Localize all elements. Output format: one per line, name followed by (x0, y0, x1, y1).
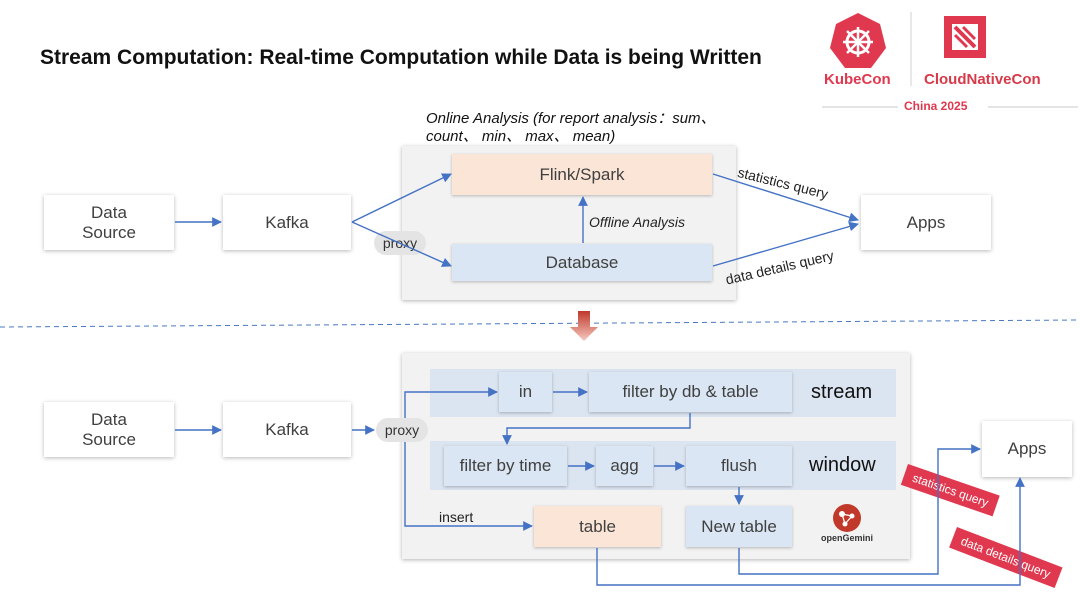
insert-label: insert (439, 509, 474, 525)
kubecon-logo-graphic (822, 12, 1078, 108)
page-title: Stream Computation: Real-time Computatio… (40, 46, 762, 69)
in-box: in (499, 372, 552, 412)
online-analysis-line-1: Online Analysis (for report analysis：sum… (426, 110, 716, 127)
data-source-line-1: Data (91, 409, 127, 429)
flink-spark-box: Flink/Spark (452, 154, 712, 195)
bottom-data-details-query-tag: data details query (949, 527, 1063, 588)
top-data-source-box: Data Source (44, 195, 174, 250)
filter-time-box: filter by time (444, 446, 567, 486)
agg-box: agg (596, 446, 653, 486)
bottom-data-source-box: Data Source (44, 402, 174, 457)
online-analysis-line-2: count、 min、 max、 mean) (426, 128, 616, 145)
new-table-box: New table (686, 506, 792, 547)
online-analysis-label: Online Analysis (for report analysis：sum… (426, 110, 716, 146)
kubecon-text: KubeCon (824, 71, 891, 88)
kubecon-logo: KubeCon CloudNativeCon China 2025 (822, 8, 1080, 120)
bottom-apps-box: Apps (982, 421, 1072, 477)
top-apps-box: Apps (861, 195, 991, 250)
bottom-kafka-box: Kafka (223, 402, 351, 457)
down-arrow-icon (570, 311, 598, 341)
event-text: China 2025 (904, 99, 968, 113)
cloudnativecon-text: CloudNativeCon (924, 71, 1041, 88)
opengemini-text: openGemini (821, 533, 874, 543)
database-box: Database (452, 244, 712, 281)
opengemini-icon (833, 504, 861, 532)
data-source-line-2: Source (82, 429, 136, 449)
top-proxy-pill: proxy (374, 231, 426, 255)
data-source-line-1: Data (91, 202, 127, 222)
data-source-line-2: Source (82, 222, 136, 242)
opengemini-logo: openGemini (818, 502, 876, 548)
stream-label: stream (811, 381, 873, 403)
window-label: window (809, 454, 876, 476)
dashed-divider (0, 319, 1080, 328)
filter-db-table-box: filter by db & table (589, 372, 792, 412)
top-data-details-query-label: data details query (724, 247, 836, 288)
offline-analysis-label: Offline Analysis (589, 214, 685, 230)
bottom-proxy-pill: proxy (376, 418, 428, 442)
flush-box: flush (686, 446, 792, 486)
top-statistics-query-label: statistics query (736, 164, 830, 202)
top-kafka-box: Kafka (223, 195, 351, 250)
table-box: table (534, 506, 661, 547)
